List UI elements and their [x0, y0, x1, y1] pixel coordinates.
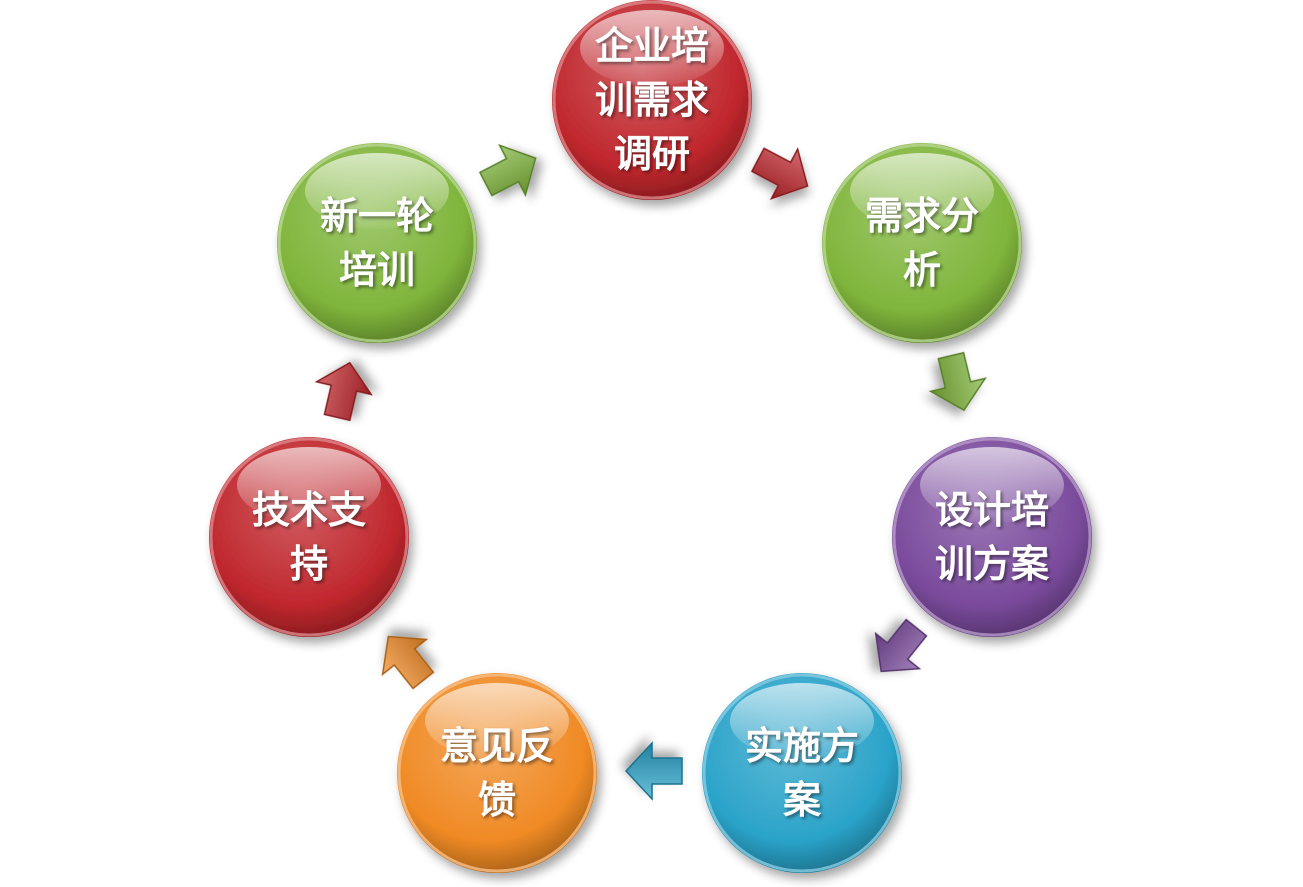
node-new-round-rim — [277, 143, 477, 343]
node-new-round — [277, 143, 477, 343]
node-survey-rim — [552, 0, 752, 200]
node-feedback-label: 意见反 馈 — [439, 723, 554, 822]
arrow-feedback-to-support — [381, 635, 435, 690]
node-design-label: 设计培 训方案 — [934, 487, 1049, 586]
node-survey-label: 企业培 训需求 调研 — [594, 23, 709, 176]
node-support-label: 技术支 持 — [251, 487, 366, 586]
node-survey-highlight — [580, 10, 724, 86]
node-implement-rim — [702, 673, 902, 873]
arrow-new-round-to-survey — [478, 143, 537, 198]
node-new-round-label: 新一轮 培训 — [319, 193, 434, 292]
node-analysis-rim — [822, 143, 1022, 343]
node-design-highlight — [920, 447, 1064, 523]
node-feedback-rim — [397, 673, 597, 873]
node-feedback-highlight — [425, 683, 569, 759]
arrow-survey-to-analysis — [750, 147, 809, 200]
node-feedback — [397, 673, 597, 873]
arrow-design-to-implement — [874, 618, 928, 673]
node-new-round-highlight — [305, 153, 449, 229]
node-design — [892, 437, 1092, 637]
node-analysis-label: 需求分 析 — [864, 193, 979, 292]
arrow-support-to-new-round — [314, 361, 373, 422]
node-analysis-highlight — [850, 153, 994, 229]
arrow-implement-to-feedback — [624, 741, 683, 801]
node-survey — [552, 0, 752, 200]
node-implement-label: 实施方 案 — [744, 723, 859, 822]
node-implement-highlight — [730, 683, 874, 759]
arrow-analysis-to-design — [928, 351, 987, 412]
node-support-highlight — [237, 447, 381, 523]
node-support-rim — [209, 437, 409, 637]
node-support — [209, 437, 409, 637]
node-implement — [702, 673, 902, 873]
node-design-rim — [892, 437, 1092, 637]
node-analysis — [822, 143, 1022, 343]
